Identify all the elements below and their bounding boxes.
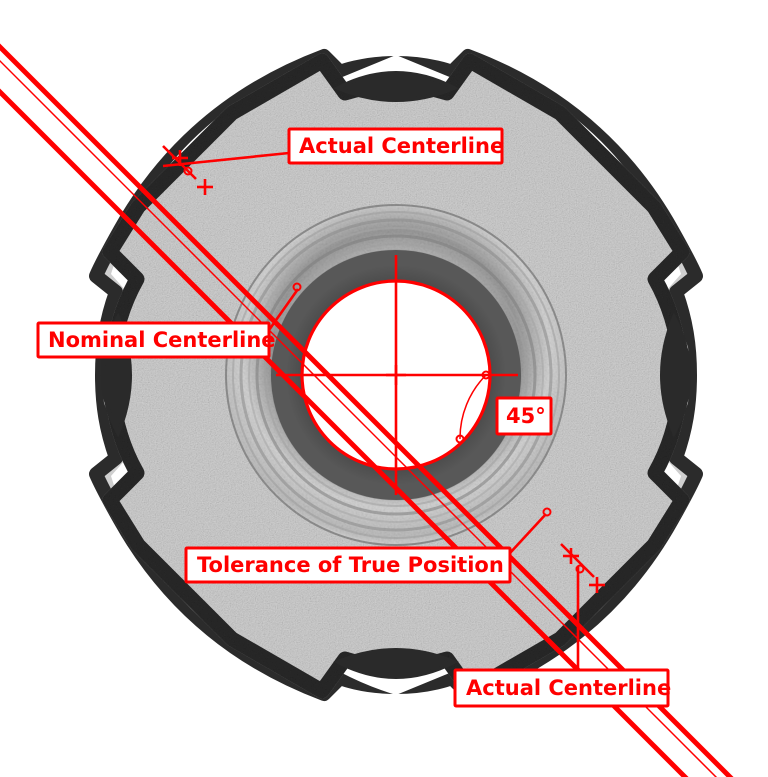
tolerance-width-marker-upper <box>162 145 213 195</box>
callout-nominal-centerline[interactable]: Nominal Centerline <box>36 321 276 359</box>
notch-cutouts <box>345 65 447 93</box>
angle-arc-45 <box>459 374 487 440</box>
annotation-layer: Actual Centerline Nominal Centerline Tol… <box>0 43 734 777</box>
true-position-center-mark <box>386 365 406 385</box>
callout-label-actual-centerline-bottom: Actual Centerline <box>466 676 671 700</box>
tolerance-boundary-upper <box>0 43 734 777</box>
angle-arc-endpoint-a <box>481 370 491 380</box>
leader-tolerance-of-true-position <box>509 513 547 554</box>
callout-actual-centerline-bottom[interactable]: Actual Centerline <box>453 668 671 708</box>
leader-actual-centerline-top <box>162 151 290 168</box>
leader-nominal-centerline <box>267 288 300 331</box>
notch-bottom <box>333 648 459 679</box>
callout-actual-centerline-top[interactable]: Actual Centerline <box>287 127 504 165</box>
tolerance-width-marker-lower <box>560 543 605 593</box>
band-reference-dot-lower <box>542 507 552 517</box>
callout-label-nominal-centerline: Nominal Centerline <box>48 328 276 352</box>
callout-label-actual-centerline-top: Actual Centerline <box>299 134 504 158</box>
callout-tolerance-of-true-position[interactable]: Tolerance of True Position <box>184 546 512 584</box>
notch-right <box>660 312 691 438</box>
callout-label-tolerance-of-true-position: Tolerance of True Position <box>197 553 504 577</box>
callout-angle-45[interactable]: 45° <box>495 396 553 436</box>
angle-arc-endpoint-b <box>455 434 465 444</box>
notch-top <box>333 71 459 102</box>
callout-label-angle-45: 45° <box>506 404 546 428</box>
